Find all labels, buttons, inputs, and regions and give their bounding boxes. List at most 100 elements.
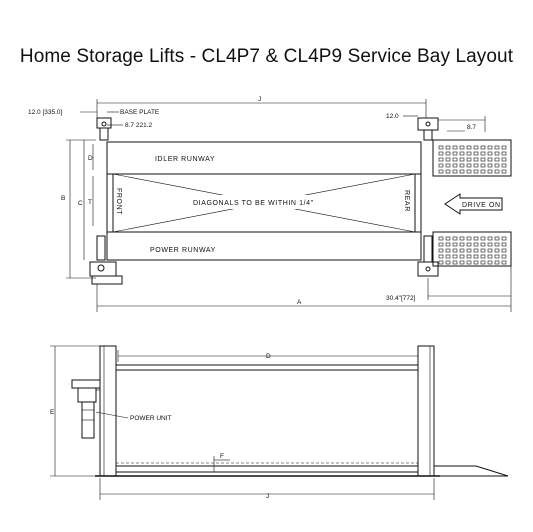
ramp-tread xyxy=(487,236,493,241)
ramp-tread xyxy=(501,163,507,168)
ramp-tread xyxy=(459,242,465,247)
dim-t: T xyxy=(88,199,92,206)
idler-runway-label: IDLER RUNWAY xyxy=(155,156,215,163)
ramp-tread xyxy=(494,254,500,259)
ramp-tread xyxy=(452,248,458,253)
ramp-tread xyxy=(445,145,451,150)
ramp-tread xyxy=(438,260,444,265)
ramp-tread xyxy=(494,236,500,241)
ramp-tread xyxy=(473,242,479,247)
ramp-tread xyxy=(445,254,451,259)
ramp-tread xyxy=(459,151,465,156)
ramp-tread xyxy=(466,248,472,253)
dim-j: J xyxy=(266,493,269,500)
ramp-tread xyxy=(487,163,493,168)
ramp-tread xyxy=(473,236,479,241)
ramp-tread xyxy=(438,157,444,162)
ramp-tread xyxy=(466,151,472,156)
ramp-tread xyxy=(466,169,472,174)
ramp-tread xyxy=(459,145,465,150)
ramp-tread xyxy=(487,242,493,247)
ramp-tread xyxy=(501,248,507,253)
dim-b: B xyxy=(61,195,65,202)
ramp-tread xyxy=(494,157,500,162)
runway-side xyxy=(115,465,419,473)
ramp-tread xyxy=(445,248,451,253)
ramp-tread xyxy=(438,151,444,156)
ramp-tread xyxy=(438,163,444,168)
ramp-tread xyxy=(459,254,465,259)
ramp-tread xyxy=(473,254,479,259)
ramp-tread xyxy=(494,169,500,174)
ramp-tread xyxy=(438,169,444,174)
ramp-tread xyxy=(473,145,479,150)
ramp-tread xyxy=(452,145,458,150)
ramp-tread xyxy=(466,236,472,241)
power-unit-label: POWER UNIT xyxy=(130,415,172,422)
dim-right-top-b: 8.7 xyxy=(467,124,476,131)
ramp-tread xyxy=(480,236,486,241)
ramp-tread xyxy=(452,242,458,247)
ramp-tread xyxy=(452,163,458,168)
ramp-tread xyxy=(445,236,451,241)
ramp-tread xyxy=(473,169,479,174)
dim-e: E xyxy=(50,409,55,416)
ramp-tread xyxy=(445,163,451,168)
ramp-tread xyxy=(445,157,451,162)
elevation-view: D E POWER UNIT xyxy=(50,345,509,500)
ramp-tread xyxy=(473,157,479,162)
ramp-tread xyxy=(480,248,486,253)
diagonals-note: DIAGONALS TO BE WITHIN 1/4" xyxy=(193,200,314,207)
ramp-tread xyxy=(494,248,500,253)
ramp-tread xyxy=(494,163,500,168)
dim-j-top-label: J xyxy=(258,96,261,103)
ramp-tread xyxy=(480,145,486,150)
ramp-tread xyxy=(466,242,472,247)
ramp-tread xyxy=(445,169,451,174)
ramp-tread xyxy=(445,260,451,265)
dim-right-top: 12.0 xyxy=(386,113,399,120)
ramp-tread xyxy=(438,236,444,241)
ramp-tread xyxy=(452,254,458,259)
ramp-tread xyxy=(501,157,507,162)
ramp-tread xyxy=(473,260,479,265)
ramp-tread xyxy=(480,169,486,174)
ramp-tread xyxy=(473,248,479,253)
ramp-tread xyxy=(494,242,500,247)
ramp-tread xyxy=(473,151,479,156)
ramp-tread xyxy=(487,254,493,259)
top-beam xyxy=(115,364,419,371)
approach-ramp-bottom xyxy=(432,231,512,267)
rear-post xyxy=(417,345,435,477)
ramp-tread xyxy=(480,157,486,162)
rear-label: REAR xyxy=(403,190,410,212)
ramp-tread xyxy=(501,242,507,247)
ramp-tread xyxy=(452,260,458,265)
dim-c: C xyxy=(78,200,83,207)
ramp-tread xyxy=(487,145,493,150)
dim-f: F xyxy=(220,453,224,460)
ramp-tread xyxy=(466,254,472,259)
ramp-tread xyxy=(480,151,486,156)
drive-on-label: DRIVE ON xyxy=(462,202,501,209)
ramp-tread xyxy=(501,260,507,265)
ramp-tread xyxy=(501,145,507,150)
ramp-tread xyxy=(438,248,444,253)
ramp-tread xyxy=(466,163,472,168)
ramp-tread xyxy=(459,248,465,253)
dim-d: D xyxy=(266,353,271,360)
ramp-tread xyxy=(452,236,458,241)
ramp-tread xyxy=(459,260,465,265)
ramp-tread xyxy=(487,151,493,156)
power-unit xyxy=(71,379,101,439)
drive-on-arrow: DRIVE ON xyxy=(444,193,503,215)
ramp-tread xyxy=(459,157,465,162)
dim-d-small: D xyxy=(88,155,93,162)
ramp-tread xyxy=(501,236,507,241)
dim-base-plate: BASE PLATE xyxy=(120,109,160,116)
idler-runway xyxy=(106,141,422,175)
post-rear-idler xyxy=(417,117,439,141)
dim-a: A xyxy=(297,299,302,306)
ramp-tread xyxy=(487,169,493,174)
